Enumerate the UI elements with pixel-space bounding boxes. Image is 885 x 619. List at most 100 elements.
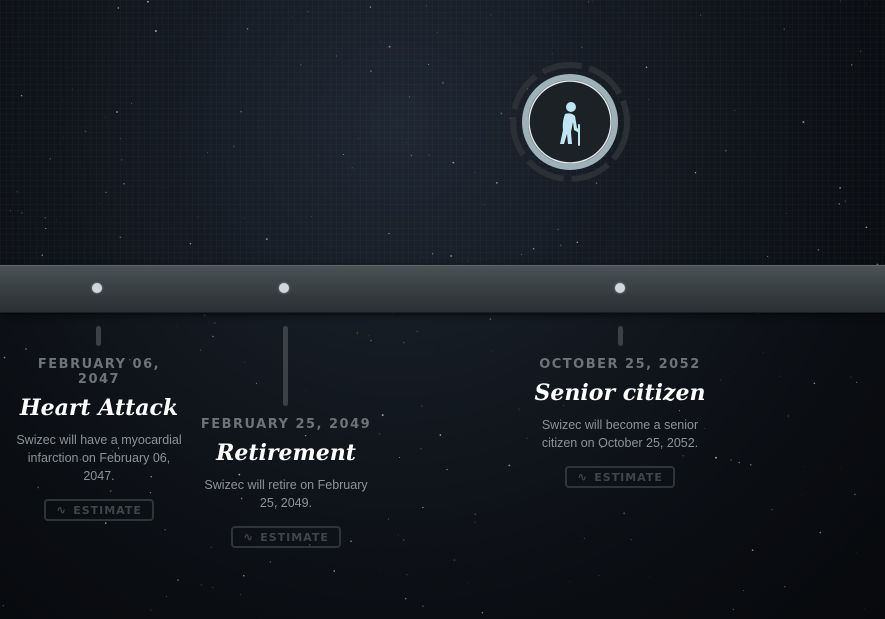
star <box>203 314 206 317</box>
star <box>784 586 786 588</box>
star <box>304 434 307 437</box>
star <box>844 200 846 202</box>
star <box>387 518 389 520</box>
star <box>791 351 792 353</box>
star <box>690 428 691 430</box>
star <box>84 130 87 133</box>
star <box>11 151 13 153</box>
star <box>771 509 773 511</box>
star <box>521 253 523 255</box>
estimate-button[interactable]: ∿ ESTIMATE <box>231 526 341 548</box>
star <box>240 594 242 596</box>
star <box>851 64 853 66</box>
star <box>453 559 456 562</box>
star <box>452 161 455 164</box>
star <box>199 349 202 351</box>
star <box>762 352 764 353</box>
star <box>150 609 152 611</box>
timeline-marker-heart-attack[interactable] <box>92 283 102 293</box>
star <box>785 212 787 214</box>
star <box>699 84 700 85</box>
star <box>197 216 198 218</box>
star <box>403 539 405 541</box>
star <box>243 217 245 219</box>
star <box>2 605 4 607</box>
estimate-button[interactable]: ∿ ESTIMATE <box>44 499 154 521</box>
star <box>214 322 216 324</box>
estimate-button[interactable]: ∿ ESTIMATE <box>565 466 675 488</box>
timeline-marker-retirement[interactable] <box>279 283 289 293</box>
star <box>682 455 684 457</box>
star <box>490 14 492 16</box>
star <box>49 158 51 160</box>
star <box>335 55 338 57</box>
star <box>862 109 863 111</box>
star <box>391 313 393 314</box>
star <box>876 263 879 266</box>
star <box>305 390 306 391</box>
star <box>370 70 372 72</box>
star <box>557 228 559 230</box>
timeline-marker-senior-citizen[interactable] <box>615 283 625 293</box>
star <box>623 8 624 10</box>
star <box>700 14 702 16</box>
star <box>420 448 422 450</box>
star <box>149 492 152 494</box>
star <box>149 22 150 24</box>
star <box>648 98 649 100</box>
star <box>584 537 585 539</box>
estimate-button-label: ESTIMATE <box>73 503 142 517</box>
star <box>388 232 390 235</box>
star <box>783 28 786 30</box>
star <box>481 612 484 614</box>
star <box>16 191 18 193</box>
star <box>474 172 476 174</box>
event-description: Swizec will retire on February 25, 2049. <box>204 478 368 510</box>
star <box>369 6 372 8</box>
star <box>428 154 430 156</box>
star <box>751 549 754 552</box>
star <box>645 66 648 69</box>
star <box>240 497 243 500</box>
event-title: Senior citizen <box>534 380 706 406</box>
star <box>630 539 632 541</box>
star <box>750 464 752 466</box>
star <box>265 238 268 241</box>
star <box>588 1 590 3</box>
event-retirement: FEBRUARY 25, 2049 Retirement Swizec will… <box>196 417 376 548</box>
star <box>551 52 553 55</box>
star <box>397 534 399 536</box>
star <box>275 505 278 507</box>
star <box>532 247 535 250</box>
event-heart-attack: FEBRUARY 06, 2047 Heart Attack Swizec wi… <box>15 357 183 521</box>
star <box>105 191 107 193</box>
star <box>492 350 493 352</box>
star <box>399 456 400 458</box>
star <box>289 315 291 317</box>
star <box>207 152 209 153</box>
star <box>724 149 727 152</box>
star <box>9 209 12 212</box>
star <box>351 167 353 169</box>
star <box>548 61 549 62</box>
star <box>292 16 293 18</box>
star <box>421 405 423 407</box>
star <box>839 186 842 189</box>
star <box>467 260 468 262</box>
star <box>62 99 63 101</box>
senior-badge <box>510 62 630 182</box>
star <box>623 331 624 333</box>
star <box>44 217 46 219</box>
star <box>819 531 822 534</box>
star <box>20 94 23 97</box>
star <box>598 574 600 576</box>
estimate-button-label: ESTIMATE <box>594 470 663 484</box>
event-date: FEBRUARY 25, 2049 <box>200 417 372 432</box>
event-title: Heart Attack <box>19 395 179 421</box>
timeline-stem <box>96 326 101 346</box>
star <box>442 81 444 84</box>
star <box>720 379 722 381</box>
star <box>450 255 453 257</box>
star <box>406 573 408 576</box>
